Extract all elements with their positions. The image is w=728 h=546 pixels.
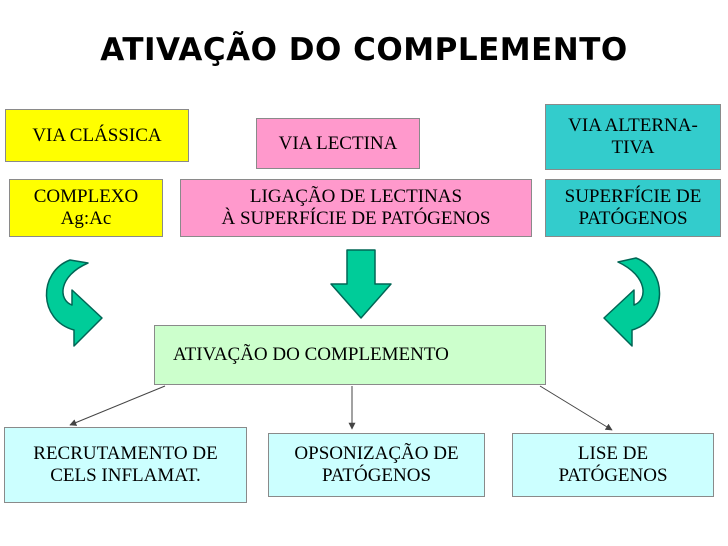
outcome-recrutamento-box: RECRUTAMENTO DE CELS INFLAMAT. [4,427,247,503]
via-alternativa-box: VIA ALTERNA- TIVA [545,104,721,170]
ligacao-lectinas-box: LIGAÇÃO DE LECTINAS À SUPERFÍCIE DE PATÓ… [180,179,532,237]
complexo-ag-ac-box: COMPLEXO Ag:Ac [9,179,163,237]
outcome-lise-box: LISE DE PATÓGENOS [512,433,714,497]
via-lectina-box: VIA LECTINA [256,118,420,169]
via-classica-box: VIA CLÁSSICA [5,109,189,162]
outcome-opsonizacao-label: OPSONIZAÇÃO DE PATÓGENOS [294,443,459,486]
down-block-arrow [330,249,392,319]
left-curved-arrow [45,259,103,347]
slide-title: ATIVAÇÃO DO COMPLEMENTO [100,32,628,68]
via-alternativa-label: VIA ALTERNA- TIVA [568,115,698,158]
superficie-patogenos-box: SUPERFÍCIE DE PATÓGENOS [545,179,721,237]
ativacao-complemento-label: ATIVAÇÃO DO COMPLEMENTO [173,344,449,365]
superficie-patogenos-label: SUPERFÍCIE DE PATÓGENOS [564,186,702,229]
arrow-to-lise [539,385,613,431]
right-curved-arrow [603,257,661,347]
arrow-to-recrutamento [69,385,166,426]
via-lectina-label: VIA LECTINA [278,132,398,154]
ligacao-lectinas-label: LIGAÇÃO DE LECTINAS À SUPERFÍCIE DE PATÓ… [221,186,491,229]
outcome-opsonizacao-box: OPSONIZAÇÃO DE PATÓGENOS [268,433,485,497]
outcome-recrutamento-label: RECRUTAMENTO DE CELS INFLAMAT. [33,443,218,486]
complexo-ag-ac-label: COMPLEXO Ag:Ac [33,186,139,229]
outcome-lise-label: LISE DE PATÓGENOS [558,443,668,486]
ativacao-complemento-box: ATIVAÇÃO DO COMPLEMENTO [154,325,546,385]
via-classica-label: VIA CLÁSSICA [32,124,162,146]
